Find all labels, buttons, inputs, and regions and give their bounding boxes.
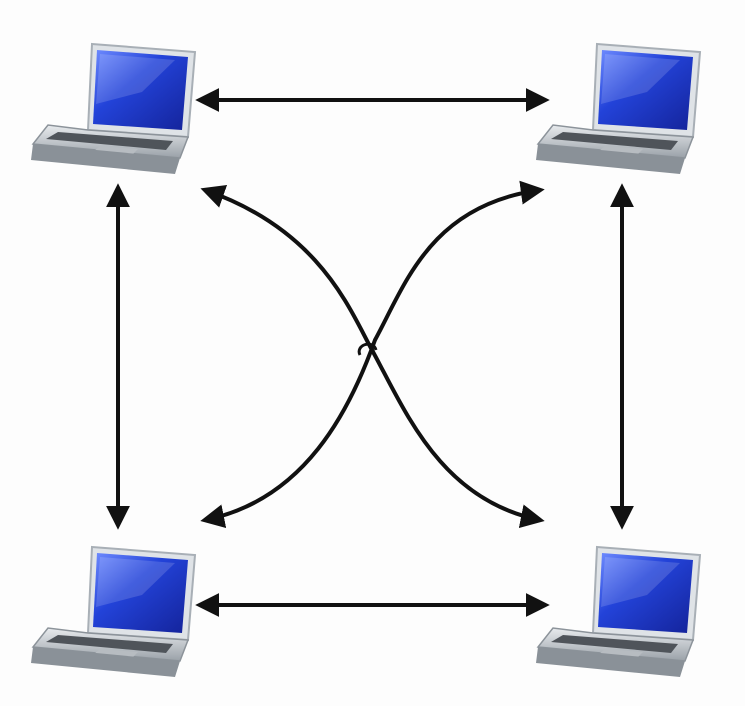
crossing-loop (357, 342, 378, 356)
edge-top-left-bottom-right (200, 184, 545, 528)
laptop-icon (31, 545, 197, 677)
edge-top-right-bottom-left (200, 180, 545, 528)
laptop-node-bottom-right (535, 545, 705, 695)
laptop-icon (31, 42, 197, 174)
laptop-icon (536, 42, 702, 174)
laptop-node-top-right (535, 42, 705, 192)
laptop-node-bottom-left (30, 545, 200, 695)
laptop-node-top-left (30, 42, 200, 192)
laptop-icon (536, 545, 702, 677)
